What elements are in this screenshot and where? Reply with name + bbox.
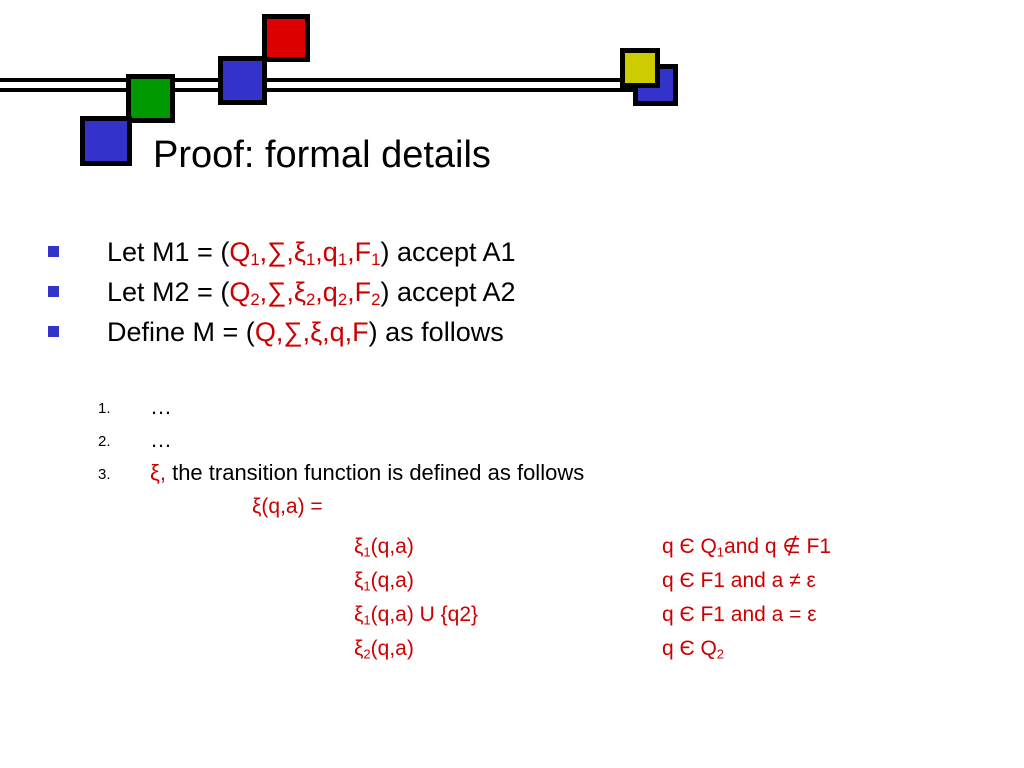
- case-condition: q Є F1 and a ≠ ε: [662, 569, 816, 592]
- slide-title: Proof: formal details: [153, 134, 491, 176]
- definition-lhs: ξ(q,a) =: [252, 495, 323, 518]
- list-number: 2.: [98, 433, 111, 450]
- case-expression: ξ1(q,a) U {q2}: [354, 603, 479, 628]
- red-square: [262, 14, 310, 62]
- list-text: …: [150, 427, 172, 452]
- list-number: 1.: [98, 400, 111, 417]
- case-condition: q Є Q1and q ∉ F1: [662, 535, 832, 560]
- blue-square-upper: [218, 56, 267, 105]
- case-condition: q Є Q2: [662, 637, 725, 662]
- bullet-text: Define M = (Q,∑,ξ,q,F) as follows: [107, 317, 504, 347]
- rule-line-bottom: [0, 88, 678, 92]
- rule-line-top: [0, 78, 678, 82]
- list-text: …: [150, 394, 172, 419]
- square-bullet-icon: [48, 326, 59, 337]
- list-text: ξ, the transition function is defined as…: [150, 460, 585, 485]
- case-expression: ξ1(q,a): [354, 569, 414, 594]
- case-expression: ξ2(q,a): [354, 637, 414, 662]
- blue-square-left: [80, 116, 132, 166]
- green-square: [126, 74, 175, 123]
- yellow-square: [620, 48, 660, 88]
- square-bullet-icon: [48, 286, 59, 297]
- square-bullet-icon: [48, 246, 59, 257]
- case-expression: ξ1(q,a): [354, 535, 414, 560]
- bullet-text: Let M1 = (Q1,∑,ξ1,q1,F1) accept A1: [107, 237, 516, 270]
- list-number: 3.: [98, 466, 111, 483]
- case-condition: q Є F1 and a = ε: [662, 603, 817, 626]
- bullet-text: Let M2 = (Q2,∑,ξ2,q2,F2) accept A2: [107, 277, 516, 310]
